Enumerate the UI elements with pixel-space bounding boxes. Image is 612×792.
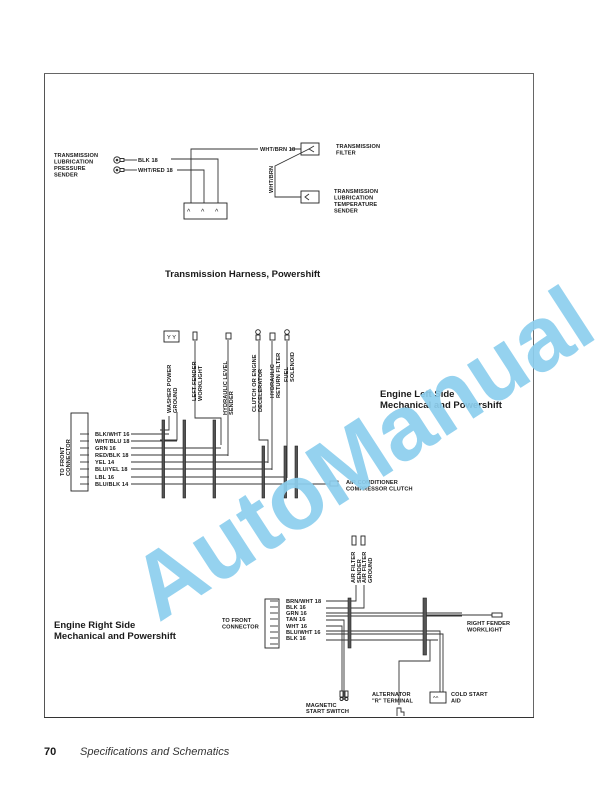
svg-text:GRN 16: GRN 16 bbox=[286, 611, 307, 617]
air-filter-ground-icon bbox=[360, 535, 366, 546]
front-connector-icon bbox=[264, 598, 280, 649]
cold-start-label: COLD START AID bbox=[451, 692, 489, 705]
svg-text:BLK 16: BLK 16 bbox=[286, 605, 306, 611]
left-wire-list: BLK/WHT 16 WHT/BLU 18 GRN 16 RED/BLK 18 … bbox=[95, 432, 130, 488]
svg-text:GRN 16: GRN 16 bbox=[95, 446, 116, 452]
svg-text:^: ^ bbox=[215, 209, 219, 216]
worklight-connector-icon bbox=[192, 331, 198, 341]
engine-right-diagram: Engine Right Side Mechanical and Powersh… bbox=[54, 535, 512, 716]
temp-sender-label: TRANSMISSION LUBRICATION TEMPERATURE SEN… bbox=[334, 189, 380, 215]
connector-icon bbox=[183, 202, 228, 220]
svg-text:BLU/YEL 18: BLU/YEL 18 bbox=[95, 467, 128, 473]
alternator-label: ALTERNATOR "R" TERMINAL bbox=[372, 692, 413, 705]
alternator-terminal-icon bbox=[396, 707, 405, 716]
engine-left-diagram: Y Y WASHER POWERGROUND LEFT FENDERWORKLI… bbox=[60, 329, 503, 499]
svg-text:BLK 16: BLK 16 bbox=[286, 636, 306, 642]
svg-text:BLU/BLK 14: BLU/BLK 14 bbox=[95, 482, 129, 488]
component-label: FUELSOLENOID bbox=[284, 352, 296, 382]
page-frame bbox=[44, 73, 534, 718]
svg-text:Y Y: Y Y bbox=[167, 335, 176, 341]
ring-terminal-icon bbox=[113, 156, 125, 174]
pressure-sender-label: TRANSMISSION LUBRICATION PRESSURE SENDER bbox=[54, 153, 100, 179]
wire-label: WHT/BRN bbox=[269, 166, 275, 193]
level-sender-icon bbox=[225, 332, 232, 340]
filter-connector-icon bbox=[300, 142, 320, 156]
ac-clutch-connector-icon bbox=[329, 480, 339, 487]
svg-text:^^: ^^ bbox=[433, 696, 439, 702]
component-label: HYDRAULIC LEVELSENDER bbox=[223, 360, 235, 415]
wire-label: WHT/BRN 18 bbox=[260, 147, 295, 153]
svg-text:^: ^ bbox=[201, 209, 205, 216]
svg-text:WHT 16: WHT 16 bbox=[286, 624, 307, 630]
svg-text:WHT/BLU 18: WHT/BLU 18 bbox=[95, 439, 130, 445]
engine-right-title: Engine Right Side Mechanical and Powersh… bbox=[54, 620, 177, 642]
connector-label: TO FRONTCONNECTOR bbox=[60, 439, 72, 476]
ac-clutch-label: AIR CONDITIONER COMPRESSOR CLUTCH bbox=[346, 480, 413, 493]
wire-label: WHT/RED 18 bbox=[138, 168, 173, 174]
return-filter-icon bbox=[269, 332, 276, 341]
front-connector-icon bbox=[70, 412, 89, 492]
right-wire-list: BRN/WHT 18 BLK 16 GRN 16 TAN 16 WHT 16 B… bbox=[286, 599, 321, 642]
page-number: 70 bbox=[44, 746, 57, 758]
svg-text:YEL 14: YEL 14 bbox=[95, 460, 115, 466]
temp-sender-connector-icon bbox=[300, 190, 320, 204]
engine-left-title: Engine Left Side Mechanical and Powershi… bbox=[380, 389, 503, 411]
component-label: CLUTCH OR ENGINEDECELERATOR bbox=[252, 354, 264, 412]
svg-text:TAN 16: TAN 16 bbox=[286, 617, 305, 623]
washer-connector-icon bbox=[163, 330, 180, 343]
transmission-harness-diagram: TRANSMISSION LUBRICATION PRESSURE SENDER… bbox=[54, 142, 382, 280]
decelerator-icon bbox=[255, 329, 261, 341]
air-filter-ground-label: AIR FILTERGROUND bbox=[362, 552, 374, 583]
cold-start-connector-icon bbox=[429, 691, 447, 704]
svg-text:BLU/WHT 16: BLU/WHT 16 bbox=[286, 630, 321, 636]
component-label: LEFT FENDERWORKLIGHT bbox=[192, 361, 204, 401]
fuel-solenoid-icon bbox=[284, 329, 290, 341]
air-filter-sender-label: AIR FILTERSENDER bbox=[351, 552, 363, 583]
right-fender-label: RIGHT FENDER WORKLIGHT bbox=[467, 621, 512, 634]
svg-text:LBL 16: LBL 16 bbox=[95, 475, 114, 481]
transmission-filter-label: TRANSMISSION FILTER bbox=[336, 144, 382, 157]
magnetic-switch-icon bbox=[339, 690, 349, 701]
right-fender-worklight-icon bbox=[491, 612, 503, 618]
svg-text:^: ^ bbox=[187, 209, 191, 216]
wire-label: BLK 18 bbox=[138, 158, 158, 164]
component-label: HYDRAULICRETURN FILTER bbox=[270, 353, 282, 398]
component-label: WASHER POWERGROUND bbox=[167, 365, 179, 413]
connector-label: TO FRONT CONNECTOR bbox=[222, 618, 259, 631]
svg-text:BRN/WHT 18: BRN/WHT 18 bbox=[286, 599, 321, 605]
diagram-title: Transmission Harness, Powershift bbox=[165, 269, 321, 280]
svg-text:BLK/WHT 16: BLK/WHT 16 bbox=[95, 432, 130, 438]
magnetic-switch-label: MAGNETIC START SWITCH bbox=[306, 703, 349, 715]
air-filter-sender-icon bbox=[351, 535, 357, 546]
section-title: Specifications and Schematics bbox=[80, 746, 230, 758]
svg-text:RED/BLK 18: RED/BLK 18 bbox=[95, 453, 129, 459]
